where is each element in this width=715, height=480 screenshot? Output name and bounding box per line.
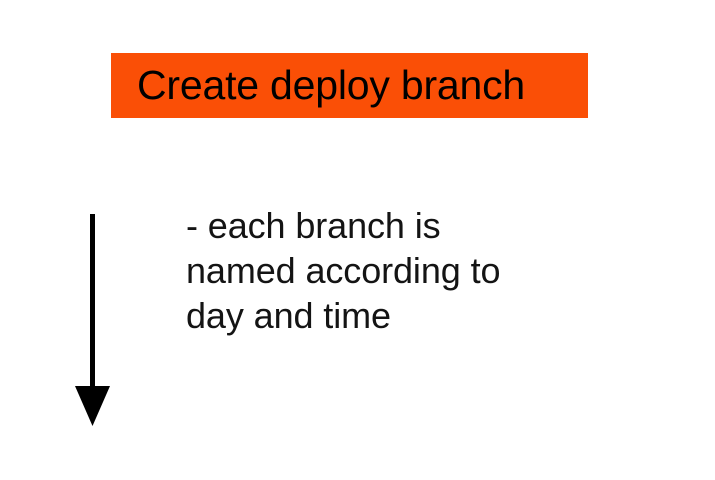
down-arrow-icon (72, 214, 114, 430)
page-title: Create deploy branch (137, 62, 526, 108)
down-arrow-svg (75, 214, 110, 426)
body-line-3: day and time (186, 295, 391, 336)
body-line-2: named according to (186, 250, 501, 291)
body-line-1: - each branch is (186, 205, 441, 246)
body-text-block: - each branch is named according to day … (186, 203, 606, 338)
title-banner (111, 53, 588, 118)
